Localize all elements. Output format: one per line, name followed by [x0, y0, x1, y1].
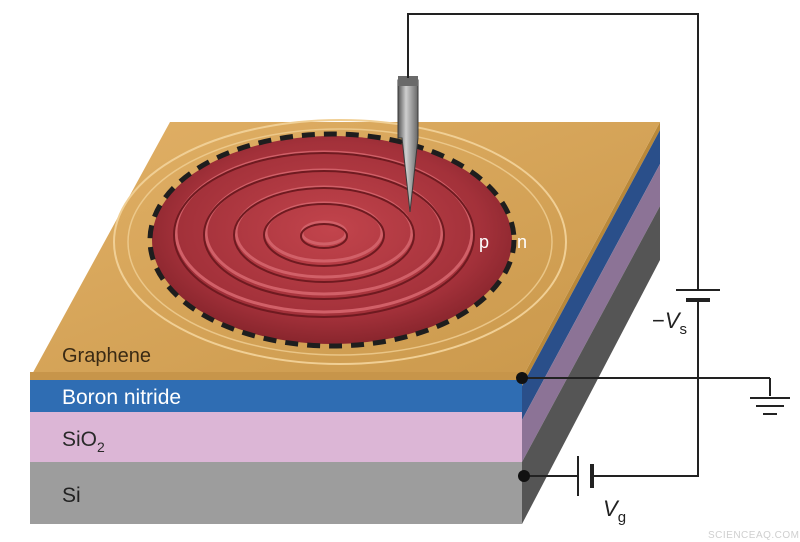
boron-nitride-side: [522, 130, 660, 420]
pn-junction-boundary: [147, 131, 517, 349]
si-side: [522, 206, 660, 524]
stm-tip: [397, 76, 419, 213]
n-label: n: [517, 232, 527, 252]
source-battery-icon: [676, 289, 720, 302]
si-label: Si: [62, 484, 81, 507]
circuit: [407, 13, 771, 477]
slab-side-faces: [522, 122, 660, 524]
ground-icon: [750, 397, 790, 415]
source-lower-wire: [600, 300, 699, 477]
si-front: [30, 462, 522, 524]
sio2-label: SiO2: [62, 428, 105, 455]
tip-wire: [407, 13, 699, 290]
ripples: [173, 150, 475, 318]
graphene-top-edge: [30, 372, 522, 380]
slab-front-faces: [30, 378, 522, 524]
bn-contact-dot: [516, 372, 528, 384]
boron-nitride-label: Boron nitride: [62, 386, 181, 409]
outer-ring-1: [113, 119, 567, 365]
sio2-side: [522, 164, 660, 462]
graphene-side: [522, 122, 660, 386]
gate-battery-icon: [577, 456, 600, 496]
source-voltage-label: −Vs: [652, 308, 687, 338]
gate-voltage-label: Vg: [603, 496, 626, 526]
p-label: p: [479, 232, 489, 252]
boron-nitride-front: [30, 378, 522, 412]
si-contact-dot: [518, 470, 530, 482]
graphene-label: Graphene: [62, 345, 151, 367]
watermark: SCIENCEAQ.COM: [708, 530, 800, 541]
sio2-front: [30, 412, 522, 462]
outer-ring-2: [127, 128, 553, 356]
